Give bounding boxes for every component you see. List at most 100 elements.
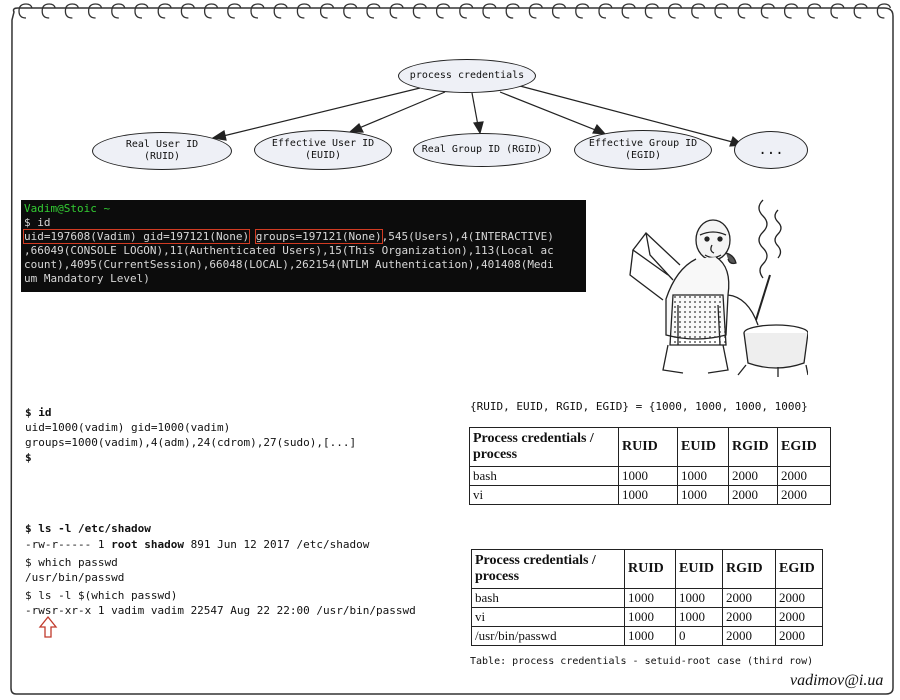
header-ruid: RUID (624, 549, 676, 589)
spiral-ring (482, 3, 497, 19)
spiral-ring (621, 3, 636, 19)
node-ruid-label: Real User ID (125, 139, 199, 150)
table-row: bash 1000 1000 2000 2000 (469, 466, 831, 486)
spiral-ring (435, 3, 451, 19)
shadow-rest: 891 Jun 12 2017 /etc/shadow (183, 538, 370, 551)
spiral-ring (783, 3, 799, 19)
spiral-rings (18, 3, 892, 19)
spiral-ring (737, 3, 752, 19)
spiral-ring (157, 3, 172, 19)
node-rgid-label: Real Group ID (RGID) (421, 144, 543, 155)
root-node-process-credentials: process credentials (398, 59, 536, 93)
header-rgid: RGID (728, 427, 778, 467)
spiral-ring (412, 3, 428, 19)
which-passwd-command: $ which passwd (25, 556, 118, 569)
id-end-prompt: $ (25, 451, 32, 464)
header-ruid: RUID (618, 427, 678, 467)
credentials-table-setuid: Process credentials / process RUID EUID … (471, 549, 823, 646)
cell-process: bash (471, 588, 625, 608)
node-egid-label: Effective Group ID (588, 138, 698, 149)
spiral-ring (343, 3, 358, 19)
cell-egid: 2000 (775, 607, 823, 627)
ls-passwd-command: $ ls -l $(which passwd) (25, 589, 178, 602)
table-row: bash 1000 1000 2000 2000 (471, 588, 823, 608)
spiral-ring (64, 3, 80, 19)
node-euid: Effective User ID (EUID) (254, 130, 392, 170)
cell-rgid: 2000 (722, 588, 776, 608)
spiral-ring (575, 3, 590, 19)
spiral-ring (528, 3, 544, 19)
groups-rest: ,545(Users),4(INTERACTIVE) (381, 230, 554, 243)
cell-egid: 2000 (775, 588, 823, 608)
cell-egid: 2000 (777, 485, 831, 505)
credentials-formula: {RUID, EUID, RGID, EGID} = {1000, 1000, … (470, 400, 808, 413)
uid-gid-highlight: uid=197608(Vadim) gid=197121(None) (22, 229, 251, 244)
spiral-ring (180, 3, 196, 19)
table-row: /usr/bin/passwd 1000 0 2000 2000 (471, 626, 823, 646)
spiral-ring (227, 3, 242, 19)
terminal-prompt: Vadim@Stoic ~ (24, 202, 111, 215)
spiral-ring (273, 3, 288, 19)
credentials-table-normal: Process credentials / process RUID EUID … (469, 427, 831, 505)
spiral-ring (598, 3, 613, 19)
spiral-ring (551, 3, 567, 19)
spiral-ring (830, 3, 845, 19)
id-output-line-1: uid=1000(vadim) gid=1000(vadim) (25, 421, 231, 434)
node-rgid: Real Group ID (RGID) (413, 133, 551, 167)
cell-ruid: 1000 (624, 626, 676, 646)
cell-euid: 1000 (675, 607, 723, 627)
node-egid-abbr: (EGID) (624, 150, 662, 161)
root-node-label: process credentials (409, 70, 525, 81)
spiral-ring (87, 3, 103, 19)
node-ruid-abbr: (RUID) (143, 151, 181, 162)
cell-rgid: 2000 (728, 466, 778, 486)
ls-passwd-output: -rwsr-xr-x 1 vadim vadim 22547 Aug 22 22… (25, 604, 416, 617)
spiral-ring (667, 3, 683, 19)
cell-process: vi (471, 607, 625, 627)
id-output-line-2: groups=1000(vadim),4(adm),24(cdrom),27(s… (25, 436, 357, 449)
spiral-ring (853, 3, 868, 19)
spiral-ring (389, 3, 404, 19)
spiral-ring (876, 3, 892, 19)
table-row: vi 1000 1000 2000 2000 (471, 607, 823, 627)
cell-ruid: 1000 (624, 588, 676, 608)
spiral-ring (459, 3, 474, 19)
node-more-label: ... (758, 142, 784, 158)
cell-process: /usr/bin/passwd (471, 626, 625, 646)
spiral-ring (41, 3, 56, 19)
node-euid-label: Effective User ID (271, 138, 375, 149)
cell-rgid: 2000 (728, 485, 778, 505)
header-egid: EGID (775, 549, 823, 589)
groups-highlight: groups=197121(None) (254, 229, 383, 244)
ls-shadow-command: $ ls -l /etc/shadow (25, 522, 151, 535)
cell-rgid: 2000 (722, 626, 776, 646)
spiral-ring (319, 3, 335, 19)
table-header-row: Process credentials / process RUID EUID … (471, 549, 823, 589)
spiral-ring (760, 3, 776, 19)
terminal-window: Vadim@Stoic ~ $ id uid=197608(Vadim) gid… (21, 200, 586, 292)
table-header-row: Process credentials / process RUID EUID … (469, 427, 831, 467)
cell-ruid: 1000 (618, 466, 678, 486)
spiral-ring (134, 3, 149, 19)
node-euid-abbr: (EUID) (304, 150, 342, 161)
spiral-ring (111, 3, 126, 19)
terminal-output-line-4: um Mandatory Level) (24, 272, 150, 285)
spiral-ring (505, 3, 520, 19)
terminal-output-line-1: uid=197608(Vadim) gid=197121(None) group… (22, 229, 583, 244)
id-command: $ id (25, 406, 52, 419)
cell-euid: 1000 (677, 485, 729, 505)
shadow-owner: root shadow (111, 538, 184, 551)
spiral-ring (714, 3, 729, 19)
terminal-output-line-2: ,66049(CONSOLE LOGON),11(Authenticated U… (24, 244, 554, 257)
which-passwd-output: /usr/bin/passwd (25, 571, 125, 584)
header-euid: EUID (677, 427, 729, 467)
header-euid: EUID (675, 549, 723, 589)
table-row: vi 1000 1000 2000 2000 (469, 485, 831, 505)
spiral-ring (18, 3, 33, 19)
header-process: Process credentials / process (469, 427, 619, 467)
setuid-arrow-icon (38, 615, 58, 638)
table-caption: Table: process credentials - setuid-root… (470, 656, 814, 667)
cell-process: bash (469, 466, 619, 486)
header-rgid: RGID (722, 549, 776, 589)
